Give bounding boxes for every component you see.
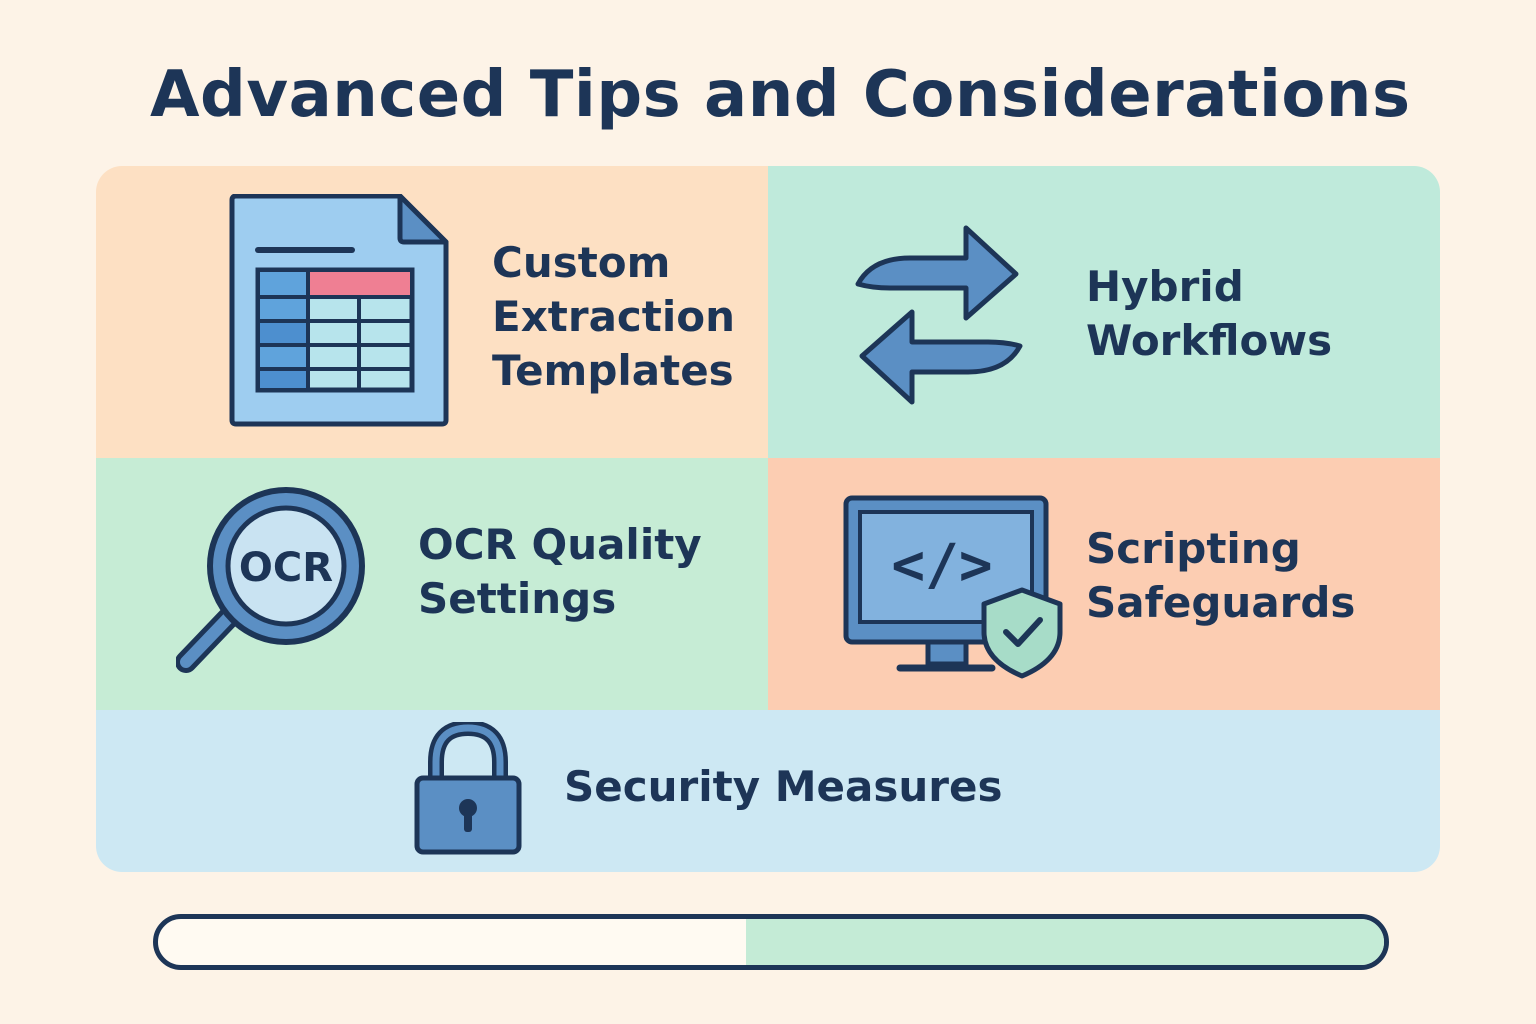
ocr-magnifier-icon: OCR [176, 487, 365, 673]
tile-ocr-quality-settings: OCR OCR Quality Settings [96, 458, 768, 710]
swap-arrows-icon [855, 225, 1023, 405]
progress-bar [153, 914, 1389, 970]
tile-hybrid-workflows: Hybrid Workflows [768, 166, 1440, 458]
tile-label: Custom Extraction Templates [492, 238, 736, 395]
progress-fill [746, 919, 1384, 965]
spreadsheet-document-icon [229, 194, 449, 427]
code-monitor-shield-icon: </> [843, 495, 1063, 679]
tips-board: Custom Extraction Templates Hybrid Workf… [96, 166, 1440, 872]
tile-label: OCR Quality Settings [418, 520, 702, 623]
code-glyph: </> [891, 533, 992, 598]
padlock-icon [414, 722, 522, 855]
tile-label: Scripting Safeguards [1086, 524, 1356, 627]
ocr-icon-text: OCR [239, 545, 333, 591]
tile-label: Hybrid Workflows [1086, 262, 1333, 365]
tile-custom-extraction-templates: Custom Extraction Templates [96, 166, 768, 458]
page-title: Advanced Tips and Considerations [150, 58, 1411, 132]
tile-security-measures: Security Measures [96, 710, 1440, 872]
tile-scripting-safeguards: </> Scripting Safeguards [768, 458, 1440, 710]
tile-label: Security Measures [564, 762, 1003, 811]
